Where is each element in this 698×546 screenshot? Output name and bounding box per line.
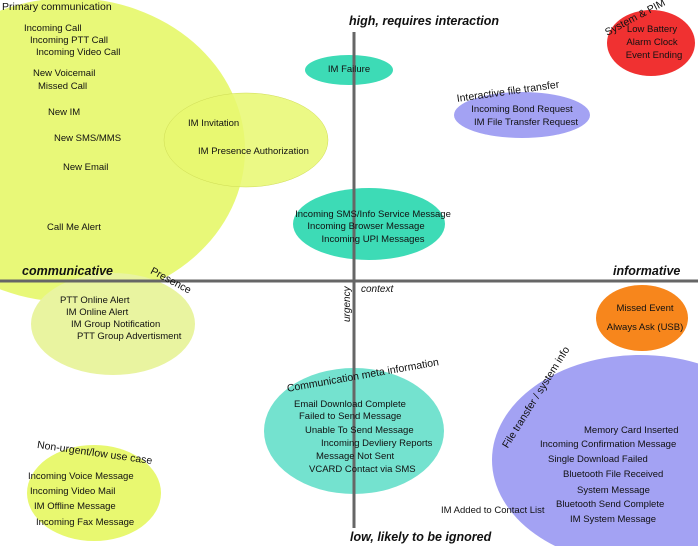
center-item: Incoming Browser Message [307,221,425,232]
file-system-item: Bluetooth Send Complete [556,499,665,510]
primary-item: Incoming PTT Call [30,35,108,46]
meta-information-item: VCARD Contact via SMS [309,464,416,475]
primary-item: New IM [48,107,81,118]
file-system-item: IM System Message [570,514,657,525]
center-region [293,188,445,260]
missed-event-region [596,285,688,351]
system-pim-item: Low Battery [626,24,678,35]
presence-item: PTT Group Advertisment [77,331,182,342]
file-system-item: System Message [577,485,650,496]
file-system-item: Single Download Failed [548,454,648,465]
im-invitation-item: IM Invitation [188,118,240,129]
system-pim-item: Event Ending [625,50,683,61]
contact-list-item: IM Added to Contact List [441,505,545,516]
file-system-item: Bluetooth File Received [563,469,664,480]
meta-information-item: Unable To Send Message [305,425,414,436]
axis-bottom-label: low, likely to be ignored [350,530,492,544]
axis-horizontal-label: context [361,284,394,295]
primary-item: New Email [63,162,109,173]
interactive-transfer-item: Incoming Bond Request [471,104,573,115]
axis-top-label: high, requires interaction [349,14,500,28]
system-pim-region [607,10,695,76]
im-invitation-region [163,92,329,188]
primary-communication-region [0,0,245,302]
primary-item: New SMS/MMS [54,133,122,144]
presence-region [31,273,195,375]
im-invitation-item: IM Presence Authorization [198,146,309,157]
primary-item: Incoming Video Call [36,47,121,58]
presence-item: PTT Online Alert [60,295,130,306]
center-item: Incoming UPI Messages [321,234,425,245]
im-failure-region [305,55,393,85]
axis-vertical-label: urgency [342,286,353,322]
non-urgent-item: Incoming Voice Message [28,471,134,482]
primary-item: Missed Call [38,81,88,92]
non-urgent-item: Incoming Fax Message [36,517,135,528]
meta-information-item: Incoming Devliery Reports [321,438,433,449]
meta-information-item: Message Not Sent [316,451,395,462]
missed-event-item: Always Ask (USB) [606,322,684,333]
non-urgent-region [27,445,161,541]
system-pim-item: Alarm Clock [626,37,678,48]
file-system-region [492,355,698,546]
primary-item: New Voicemail [33,68,96,79]
file-system-item: Incoming Confirmation Message [540,439,677,450]
center-item: Incoming SMS/Info Service Message [295,209,451,220]
file-system-item: Memory Card Inserted [584,425,679,436]
axis-left-label: communicative [22,264,114,278]
interactive-transfer-item: IM File Transfer Request [473,117,579,128]
meta-information-item: Email Download Complete [294,399,406,410]
primary-item: Call Me Alert [47,222,101,233]
interactive-transfer-region [454,92,590,138]
non-urgent-item: IM Offline Message [34,501,116,512]
axis-right-label: informative [613,264,681,278]
presence-item: IM Online Alert [66,307,129,318]
primary-item: Incoming Call [24,23,82,34]
presence-item: IM Group Notification [71,319,161,330]
missed-event-item: Missed Event [616,303,674,314]
non-urgent-item: Incoming Video Mail [30,486,116,497]
primary-communication-title: Primary communication [2,1,112,13]
meta-information-item: Failed to Send Message [299,411,402,422]
im-failure-item: IM Failure [327,64,371,75]
